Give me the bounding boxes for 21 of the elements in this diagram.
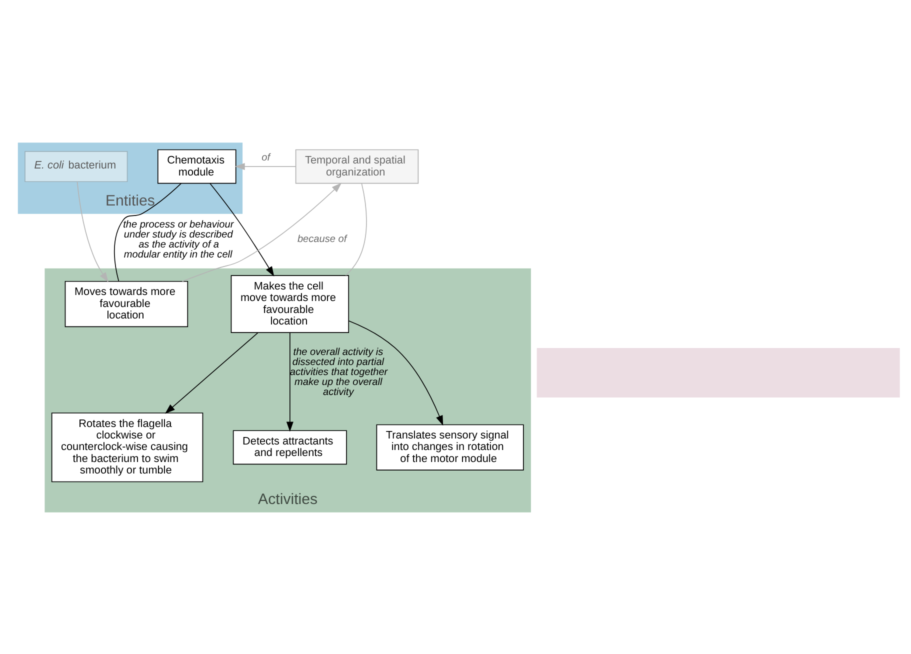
arrow [348,320,444,426]
node-band [536,348,900,397]
connector [345,182,367,276]
edge-label: because of [297,234,347,245]
node-box: Rotates the flagella clockwise or counterclock-wise causing the bacterium to swim smoothly or tumble [51,412,204,482]
node-box: Detects attractants and repellents [232,430,347,464]
node-box: E. coli bacterium [24,150,128,182]
node-box: Chemotaxis module [157,148,236,184]
arrow [182,182,342,282]
arrow [164,332,258,414]
node-box: Translates sensory signal into changes in rotation of the motor module [376,424,524,470]
arrow [210,182,274,276]
node-box: Makes the cell move towards more favourable location [230,274,350,332]
connector [114,182,182,282]
node-box: Moves towards more favourable location [64,280,188,327]
arrow [286,332,294,432]
arrow [234,162,296,170]
edge-label: the process or behaviour under study is described as the activity of a modular entity in the cell [123,218,234,260]
edge-label: of [262,152,270,163]
arrow [76,180,108,282]
node-box: Temporal and spatial organization [295,148,419,184]
